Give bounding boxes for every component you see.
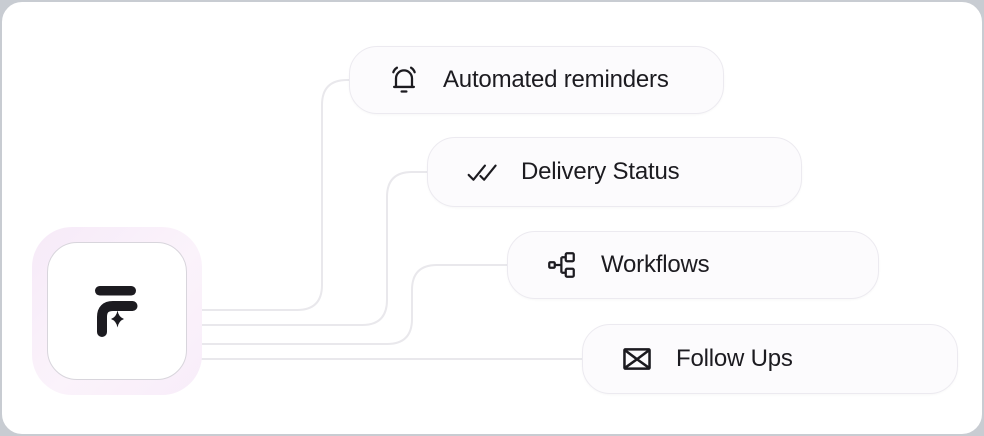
connector-workflows xyxy=(199,264,507,345)
envelope-icon xyxy=(621,343,653,375)
card-label: Workflows xyxy=(601,251,710,278)
logo-glow-container xyxy=(32,227,202,395)
card-label: Follow Ups xyxy=(676,345,793,372)
card-label: Delivery Status xyxy=(521,158,680,185)
card-automated-reminders: Automated reminders xyxy=(349,46,724,114)
bell-ring-icon xyxy=(388,64,420,96)
connector-automated-reminders xyxy=(199,79,349,311)
workflow-icon xyxy=(546,249,578,281)
card-delivery-status: Delivery Status xyxy=(427,137,802,207)
connector-delivery-status xyxy=(199,171,427,326)
f-sparkle-logo-icon xyxy=(47,240,187,383)
logo-card xyxy=(47,242,187,380)
card-workflows: Workflows xyxy=(507,231,879,299)
card-follow-ups: Follow Ups xyxy=(582,324,958,394)
card-label: Automated reminders xyxy=(443,66,669,93)
double-check-icon xyxy=(466,156,498,188)
